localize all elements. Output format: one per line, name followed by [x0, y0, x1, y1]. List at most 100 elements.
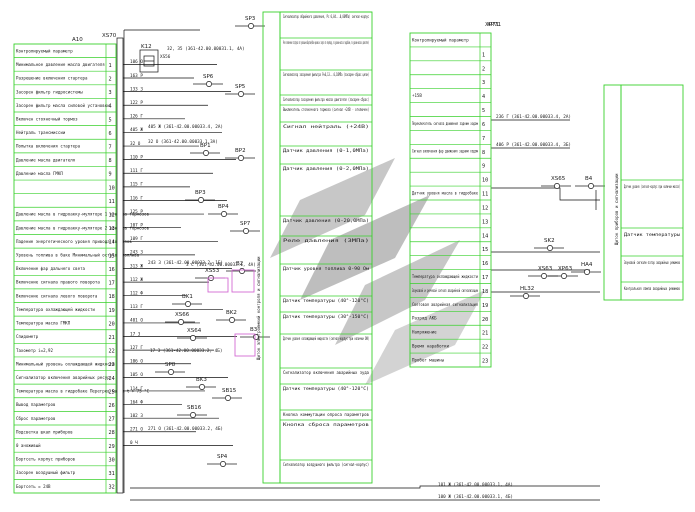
component-label: B3 [250, 327, 258, 333]
wire-label: 313 Ж [130, 263, 143, 269]
component-terminal [561, 273, 567, 279]
a10-row-label: Уровень топлива в баке Минимальный остат… [16, 253, 140, 258]
component-terminal [203, 150, 209, 156]
right-description-panel: Датчик уровня (сигнал-корпус при наличии… [603, 84, 684, 301]
a10-row-number: 21 [109, 335, 115, 341]
component-terminal [523, 293, 529, 299]
middle-panel-row: Выключатель стояночного тормоза (сигнал … [283, 107, 369, 112]
xp71-row-number: 12 [482, 205, 488, 211]
a10-row-label: Температура масла в гидробаке Перегрев м… [16, 389, 150, 394]
net-label: 236 Г (361-42.00.00033.4, 2А) [496, 114, 571, 120]
right-panel-caption: Щиток приборов и сигнализации [614, 173, 619, 245]
k12-title: K12 [141, 44, 152, 50]
wire-label: 107 Р [130, 222, 143, 228]
xp71-row-number: 16 [482, 261, 488, 267]
net-label: 100 Ж (361-42.00.00033.1, 4Б) [438, 494, 513, 500]
wire-label: 111 Г [130, 168, 143, 174]
xp71-row-label: Напряжение [412, 330, 437, 335]
a10-row-number: 22 [109, 349, 115, 355]
component-label: XP71 [487, 22, 501, 28]
xp71-row-label: Время наработки [412, 344, 450, 349]
component-terminal [178, 319, 184, 325]
a10-row-number: 32 [109, 485, 115, 491]
a10-row-label: 0 аноживый [16, 443, 41, 448]
right-panel-row: Звуковой сигнали-затор аварийных режимов [624, 260, 680, 265]
net-label: 406 Р (361-42.00.00033.4, 3Б) [496, 142, 571, 148]
a10-row-number: 5 [109, 117, 112, 123]
middle-panel-row: Сигнализатор воздушного фильтра (сигнал-… [283, 462, 369, 467]
a10-row-number: 20 [109, 321, 115, 327]
component-label: BP1 [200, 143, 211, 149]
a10-row-number: 8 [109, 158, 112, 164]
wire-label: 106 O [130, 59, 143, 65]
a10-row-label: Включен стояночный тормоз [16, 116, 78, 121]
a10-row-label: Вывод параметров [16, 402, 56, 407]
a10-row-number: 2 [109, 76, 112, 82]
net-label: 243 З (361-42.00.00033.2, 1Б) [148, 260, 223, 266]
component-label: SP4 [217, 454, 228, 460]
wire-label: 112 Ж [130, 277, 143, 283]
component-terminal [584, 269, 590, 275]
component-terminal [248, 23, 254, 29]
xp71-row-number: 14 [482, 233, 488, 239]
component-terminal [547, 245, 553, 251]
component-terminal [541, 273, 547, 279]
wire-label: 110 Р [130, 154, 143, 160]
a10-row-number: 29 [109, 444, 115, 450]
wire-label: 126 Г [130, 114, 143, 120]
a10-row-number: 6 [109, 131, 112, 137]
component-terminal [199, 384, 205, 390]
a10-row-label: Контролируемый параметр [16, 48, 73, 53]
xp71-row-label: Контролируемый параметр [412, 37, 469, 42]
wire-label: 271 O [130, 427, 143, 433]
component-label: BP3 [195, 190, 206, 196]
net-label: 32 O (361-42.00.00033.1,3А) [148, 139, 218, 145]
a10-row-number: 27 [109, 417, 115, 423]
a10-title: A10 [72, 37, 83, 43]
middle-panel-row: Сигнализатор включения аварийных зуда [283, 370, 369, 375]
a10-row-number: 19 [109, 308, 115, 314]
component-label: SP5 [235, 84, 246, 90]
wire-label: 116 Г [130, 195, 143, 201]
wire-label: 105 O [130, 372, 143, 378]
component-terminal [229, 317, 235, 323]
middle-panel-row: Сигнал нейтраль (+24В) [283, 124, 369, 129]
component-label: XS53 [205, 268, 220, 274]
xp71-row-number: 21 [482, 331, 488, 337]
xp71-row-number: 18 [482, 289, 488, 295]
a10-row-label: Давление масла ГМКП [16, 171, 63, 176]
a10-row-number: 30 [109, 457, 115, 463]
a10-row-label: Сброс параметров [16, 416, 56, 421]
wire-label: 164 Ф [130, 399, 143, 405]
xs56-title: XS56 [160, 54, 171, 60]
middle-panel-row: Датчик температуры (30°-150°С) [283, 314, 369, 319]
a10-row-number: 3 [109, 90, 112, 96]
component-label: SK2 [544, 238, 555, 244]
component-label: BK1 [182, 294, 193, 300]
component-terminal [185, 301, 191, 307]
component-label: HA4 [581, 262, 593, 268]
a10-row-number: 23 [109, 362, 115, 368]
a10-row-number: 12 [109, 213, 115, 219]
a10-row-label: Засорен воздушный фильтр [16, 470, 76, 475]
middle-panel-row: Датчик температуры (40°-120°С) [283, 298, 369, 303]
a10-row-label: Тахометр i=2,92 [16, 348, 54, 353]
middle-panel-caption: Щиток электроемкий контроля и сигнализац… [256, 256, 261, 360]
a10-row-label: Минимальное давление масла двигателя [16, 62, 105, 67]
a10-row-number: 18 [109, 294, 115, 300]
a10-row-number: 15 [109, 253, 115, 259]
k12-relay [139, 49, 159, 73]
xp71-row-number: 20 [482, 317, 488, 323]
xp71-row-number: 19 [482, 303, 488, 309]
component-terminal [220, 461, 226, 467]
middle-panel-row: Сигнализатор засорения фильтра масла дви… [283, 97, 369, 102]
xp71-row-label: Сигнал включения фар движения задним ход… [412, 149, 478, 154]
xp71-row-number: 13 [482, 219, 488, 225]
middle-panel-row: Реле давления (3МПа) [283, 238, 369, 243]
a10-row-number: 26 [109, 403, 115, 409]
a10-row-label: Падение энергетического уровня привода т… [16, 239, 132, 244]
right-panel-row: Контрольная лампа аварийных режимов [624, 286, 680, 291]
wire-label: 113 Г [130, 304, 143, 310]
a10-row-label: Минимальный уровень охлаждающей жидкости [16, 361, 115, 366]
